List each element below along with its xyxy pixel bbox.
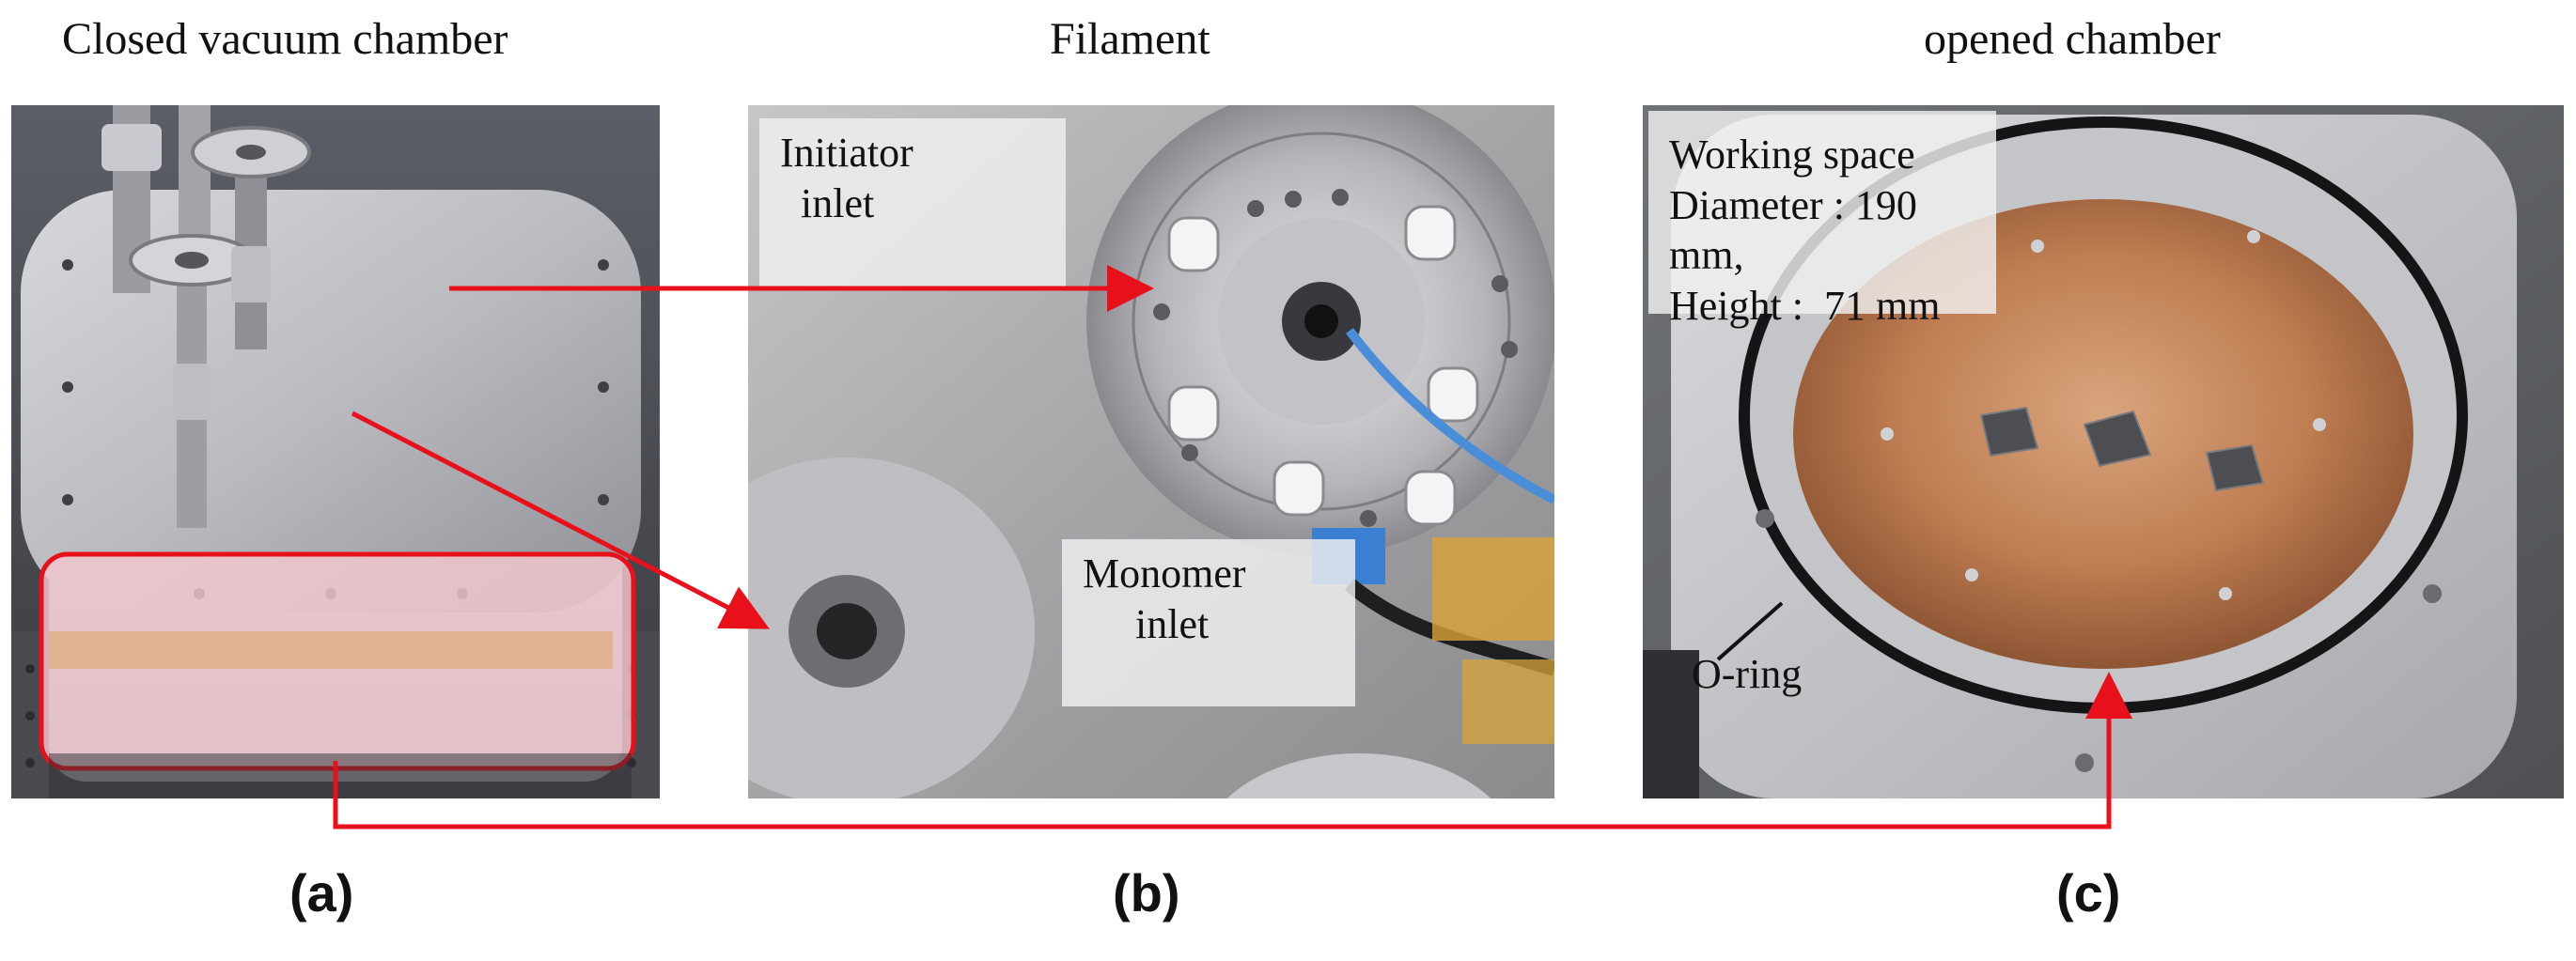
opened-chamber-photo: Working space Diameter : 190 mm, Height … (1643, 105, 2564, 798)
panel-c-label: (c) (2056, 863, 2121, 922)
closed-chamber-photo (11, 105, 660, 798)
panel-c-title: opened chamber (1924, 14, 2221, 64)
panel-b-label: (b) (1113, 863, 1180, 922)
filament-photo: Initiator inlet Monomer inlet (748, 105, 1554, 798)
o-ring-label: O-ring (1692, 651, 1803, 697)
panel-a-label: (a) (289, 863, 354, 922)
panel-b-title: Filament (1050, 14, 1210, 64)
panel-a-title: Closed vacuum chamber (62, 14, 508, 64)
initiator-inlet-label: Initiator inlet (759, 118, 1066, 287)
monomer-inlet-label: Monomer inlet (1062, 539, 1355, 706)
working-space-label: Working space Diameter : 190 mm, Height … (1648, 111, 1996, 329)
